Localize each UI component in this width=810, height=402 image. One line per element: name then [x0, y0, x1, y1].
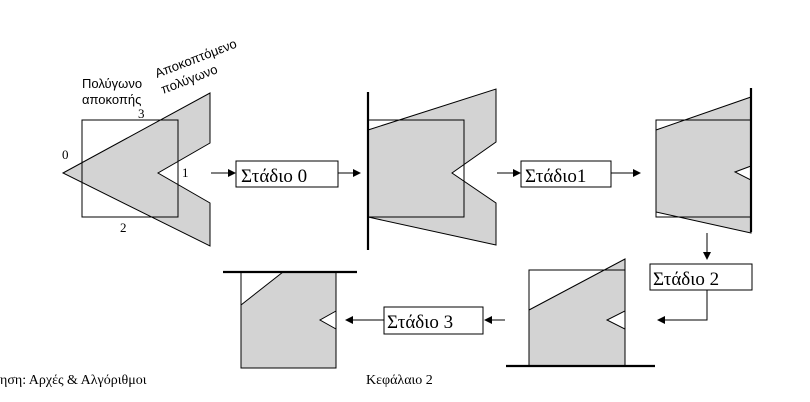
stage0-frame	[235, 160, 339, 188]
footer-center-text: Κεφάλαιο 2	[366, 373, 433, 388]
stage3-frame	[383, 306, 484, 335]
initial-configuration: Πολύγωνο αποκοπής Αποκοπτόμενο πολύγωνο …	[61, 36, 239, 247]
stage3-label: Στάδιο 3	[387, 312, 453, 333]
clipped-polygon	[61, 92, 211, 247]
stage0-box: Στάδιο 0	[235, 160, 339, 188]
stage2-box: Στάδιο 2	[649, 263, 753, 291]
clip-polygon-label-line1: Πολύγωνο	[82, 76, 142, 91]
result-stage2-polygon	[528, 258, 626, 367]
stage3-box: Στάδιο 3	[383, 306, 484, 335]
edge-label-2: 2	[120, 220, 127, 235]
result-stage1	[655, 88, 753, 234]
stage1-label: Στάδιο1	[525, 166, 586, 187]
result-stage0-polygon	[367, 88, 497, 246]
result-final	[223, 270, 357, 369]
stage0-label: Στάδιο 0	[241, 166, 307, 187]
edge-label-0: 0	[62, 147, 69, 162]
clip-polygon-label-line2: αποκοπής	[82, 92, 141, 107]
clip-window	[81, 119, 179, 218]
result-stage2	[506, 258, 655, 368]
stage2-frame	[649, 263, 753, 291]
result-final-polygon	[240, 271, 337, 369]
edge-label-3: 3	[138, 106, 145, 121]
result-stage0	[366, 88, 497, 250]
stage1-box: Στάδιο1	[520, 160, 612, 188]
arrow-stage2-out	[657, 290, 708, 324]
edge-label-1: 1	[182, 165, 189, 180]
stage1-frame	[520, 160, 612, 188]
footer-left-text: ηση: Αρχές & Αλγόριθμοι	[0, 373, 147, 388]
stage2-label: Στάδιο 2	[653, 269, 719, 290]
result-stage1-polygon	[655, 96, 752, 234]
